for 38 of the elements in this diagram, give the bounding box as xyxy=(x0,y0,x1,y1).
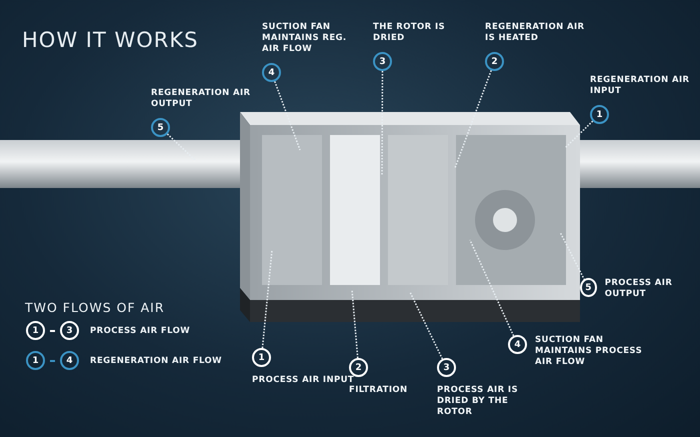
leader-line xyxy=(559,232,586,280)
callout-text: PROCESS AIR INPUT xyxy=(252,375,354,386)
leader-line xyxy=(274,81,301,150)
callout-text: THE ROTOR IS DRIED xyxy=(373,22,446,44)
leader-line xyxy=(564,120,594,149)
legend-number: 3 xyxy=(60,321,79,340)
callout-text: PROCESS AIR IS DRIED BY THE ROTOR xyxy=(437,385,519,418)
leader-line xyxy=(381,71,384,175)
callout-text: REGENERATION AIR IS HEATED xyxy=(485,22,586,44)
legend-number: 1 xyxy=(26,321,45,340)
callout-text: SUCTION FAN MAINTAINS PROCESS AIR FLOW xyxy=(535,335,644,368)
callout-text: REGENERATION AIR OUTPUT xyxy=(151,88,252,110)
legend-number: 1 xyxy=(26,351,45,370)
callout-text: REGENERATION AIR INPUT xyxy=(590,75,690,97)
legend-number: 4 xyxy=(60,351,79,370)
callout-number: 3 xyxy=(373,52,392,71)
callout-number: 4 xyxy=(508,335,527,354)
leader-line xyxy=(454,70,492,168)
callout-number: 4 xyxy=(262,63,281,82)
leader-line xyxy=(166,133,196,161)
callout-text: SUCTION FAN MAINTAINS REG. AIR FLOW xyxy=(262,22,348,55)
callout-number: 3 xyxy=(437,358,456,377)
callout-number: 5 xyxy=(580,278,597,297)
callout-number: 1 xyxy=(252,348,271,367)
leader-line xyxy=(351,290,358,358)
leader-line xyxy=(409,292,444,360)
callout-text: FILTRATION xyxy=(349,385,408,396)
callout-number: 1 xyxy=(590,105,609,124)
callout-number: 2 xyxy=(485,52,504,71)
leader-line xyxy=(262,250,273,348)
legend-text: PROCESS AIR FLOW xyxy=(90,326,190,336)
leader-line xyxy=(469,240,514,336)
callout-number: 5 xyxy=(151,118,170,137)
legend-text: REGENERATION AIR FLOW xyxy=(90,356,222,366)
legend-heading: TWO FLOWS OF AIR xyxy=(25,300,165,315)
callout-number: 2 xyxy=(349,358,368,377)
title: HOW IT WORKS xyxy=(22,28,198,52)
callout-text: PROCESS AIR OUTPUT xyxy=(604,278,674,300)
